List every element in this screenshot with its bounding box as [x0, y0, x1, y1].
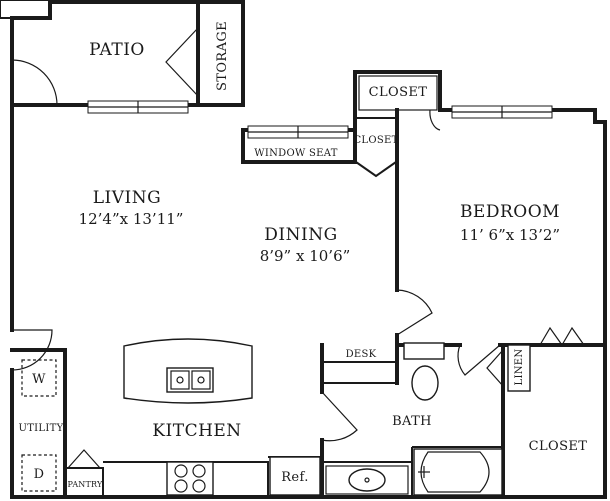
storage-label: STORAGE [215, 21, 230, 91]
storage-door [165, 27, 199, 97]
interior-walls [10, 108, 607, 499]
closet-right-label: CLOSET [529, 439, 588, 454]
refrigerator [269, 456, 321, 496]
bath-bedroom-door [457, 344, 501, 376]
utility-label: UTILITY [18, 423, 63, 434]
bedroom-door [396, 289, 433, 336]
dining-label: DINING [264, 225, 337, 245]
kitchen-sink [166, 367, 214, 393]
bath-door [321, 391, 358, 442]
pantry-door [67, 449, 101, 469]
closet-door [429, 109, 441, 131]
vanity [325, 465, 409, 495]
desk-label: DESK [346, 349, 377, 360]
corner-notch [0, 0, 51, 19]
kitchen-label: KITCHEN [152, 421, 241, 441]
closet-small-label: CLOSET [353, 135, 398, 146]
washer-label: W [32, 372, 46, 387]
toilet-tank [403, 342, 445, 360]
living-dimensions: 12’4”x 13’11” [79, 210, 184, 228]
labels: PATIO STORAGE CLOSET CLOSET WINDOW SEAT … [18, 21, 588, 489]
dryer [21, 454, 57, 492]
bedroom-label: BEDROOM [460, 202, 560, 222]
closet-top-label: CLOSET [369, 85, 428, 100]
linen-shelf [507, 344, 531, 392]
linen-label: LINEN [514, 349, 525, 386]
patio-door [11, 59, 58, 106]
doors [11, 27, 585, 469]
closet-box [358, 75, 438, 111]
fixtures [21, 75, 531, 496]
patio-label: PATIO [89, 40, 145, 60]
window-seat-label: WINDOW SEAT [254, 148, 337, 159]
small-closet-door [355, 161, 397, 178]
windows [87, 100, 553, 139]
closet-bifold-door [539, 326, 585, 347]
dining-dimensions: 8’9” x 10’6” [260, 247, 351, 265]
bath-label: BATH [392, 414, 432, 429]
ref-label: Ref. [281, 470, 309, 485]
toilet-bowl [411, 365, 439, 401]
stove [166, 461, 214, 496]
washer [21, 359, 57, 397]
pantry-label: PANTRY [67, 480, 103, 489]
living-door [11, 329, 53, 371]
dryer-label: D [34, 467, 45, 482]
bedroom-dimensions: 11’ 6”x 13’2” [460, 226, 560, 244]
living-label: LIVING [93, 188, 161, 208]
vanity-sink [348, 468, 386, 492]
linen-door [486, 349, 504, 387]
